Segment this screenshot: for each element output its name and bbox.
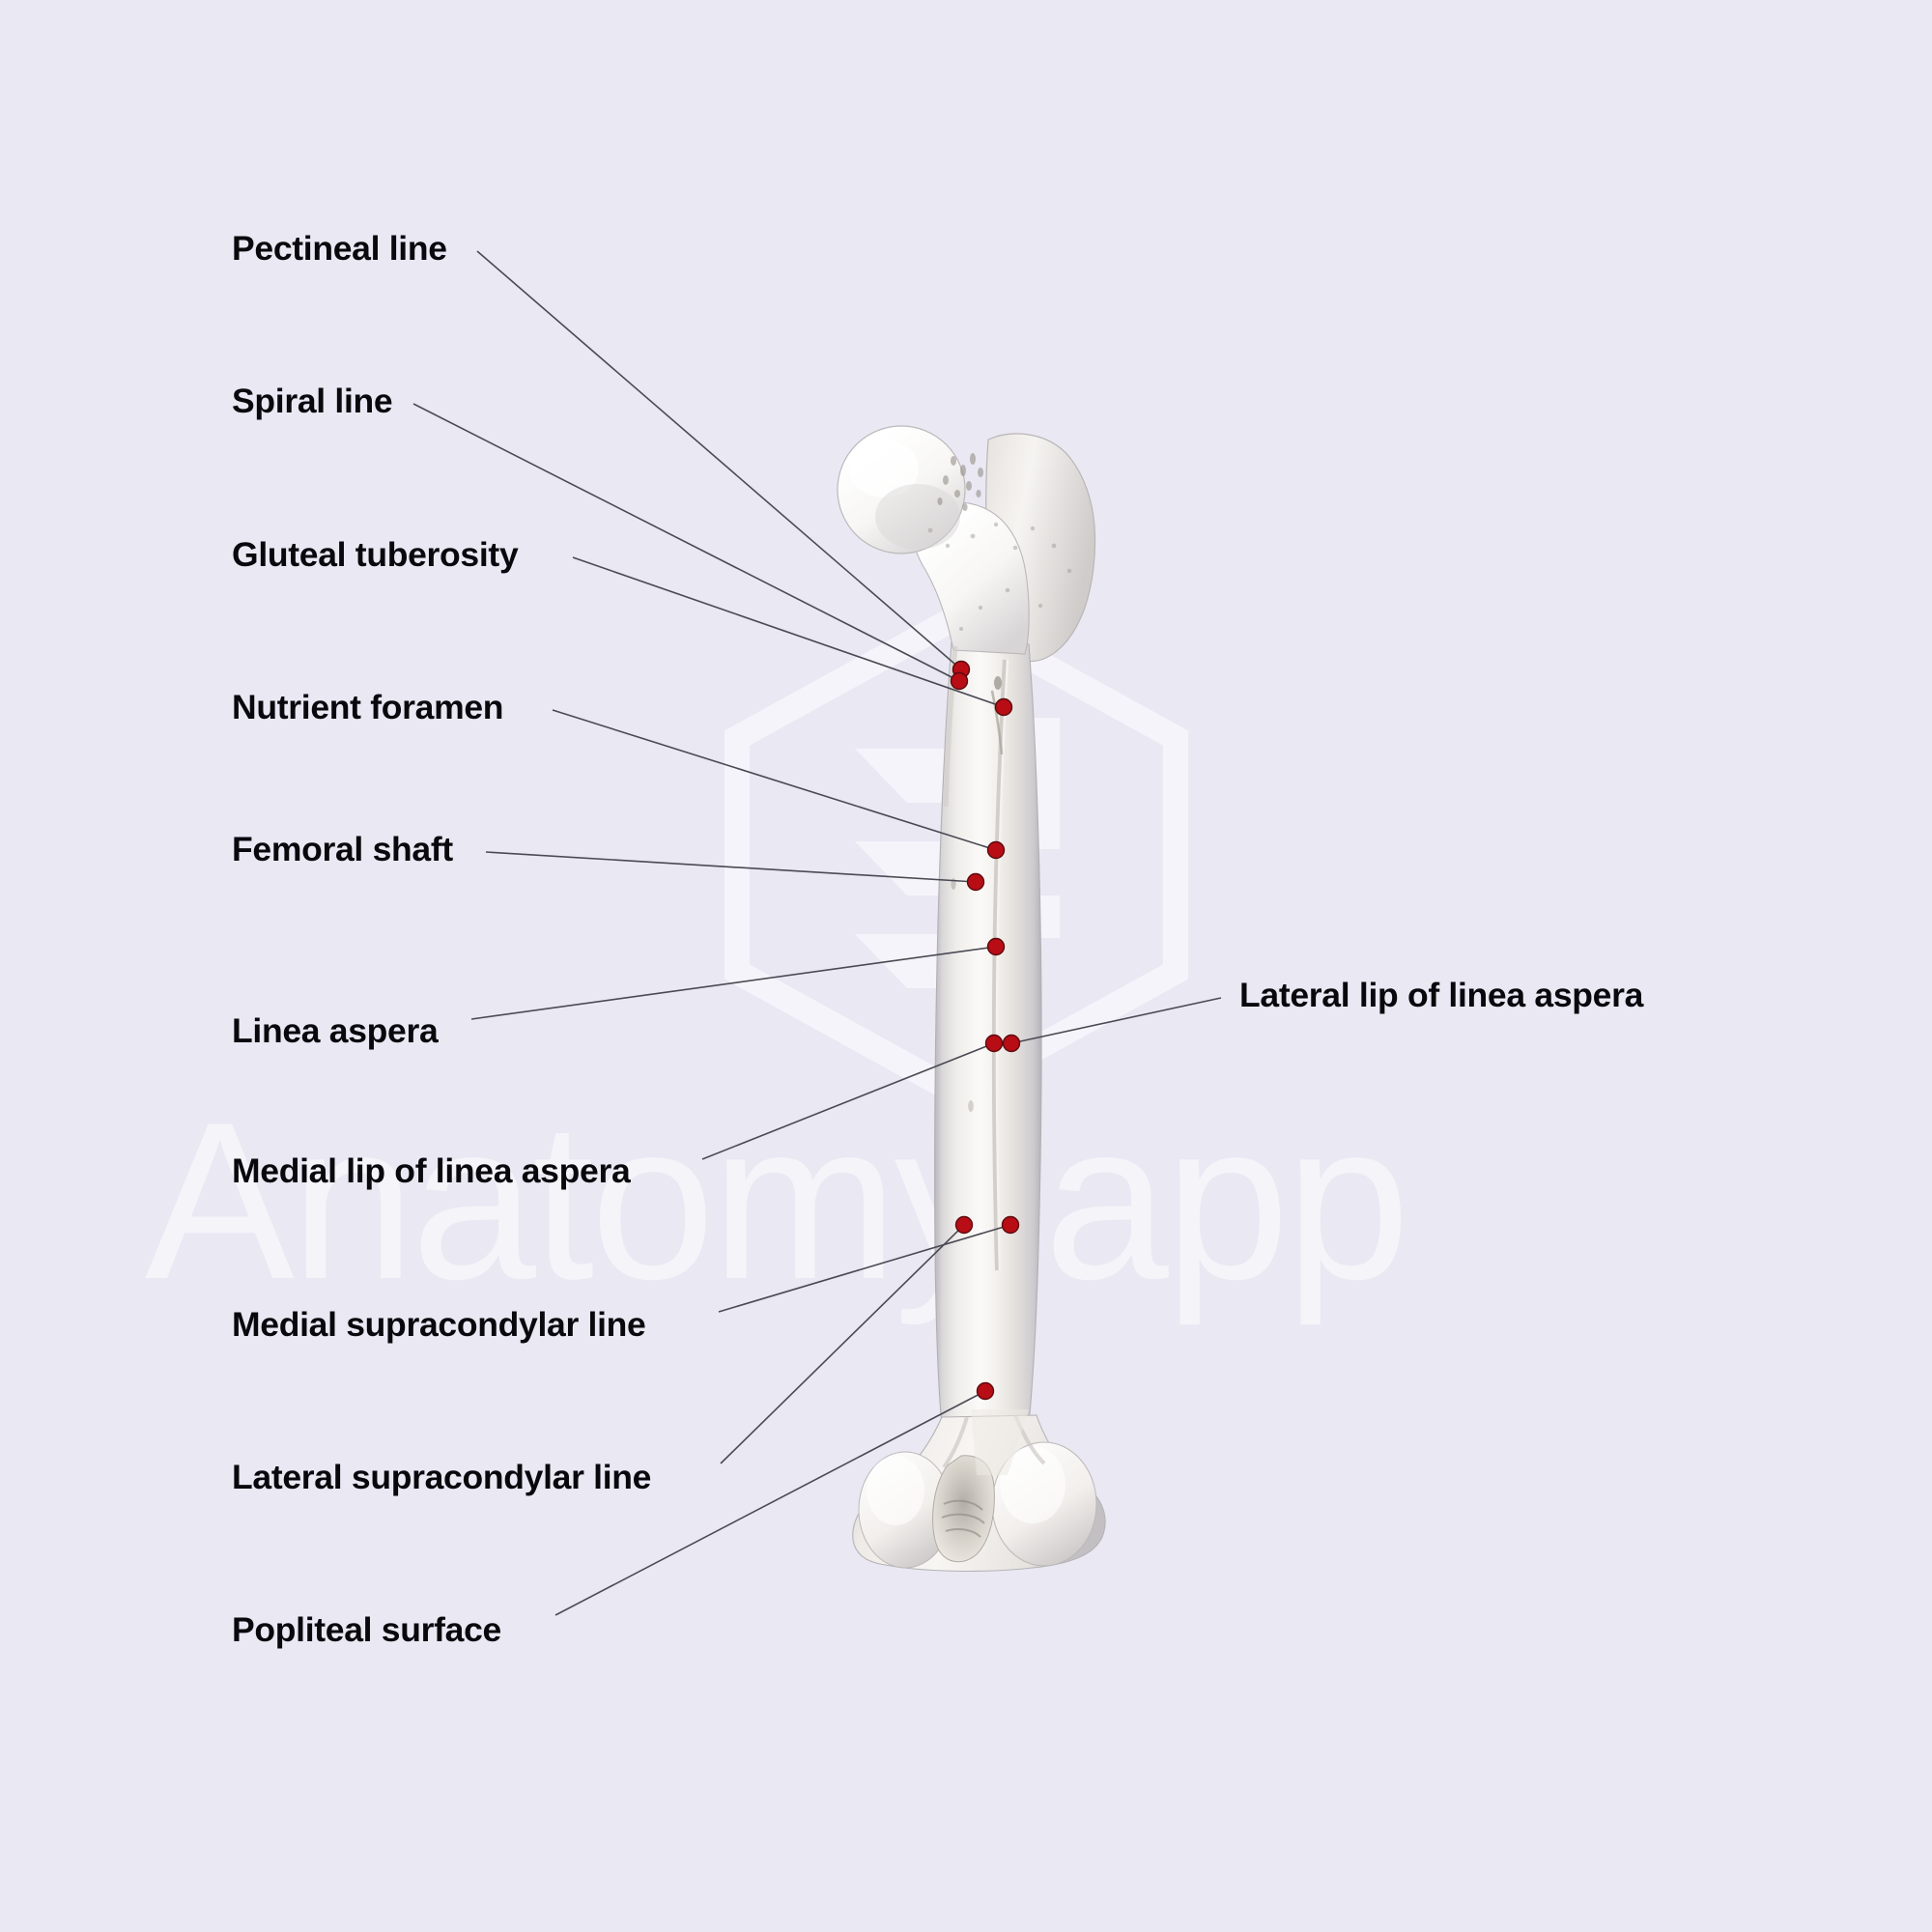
label-medial-lip-linea-aspera[interactable]: Medial lip of linea aspera <box>232 1151 631 1190</box>
label-pectineal-line[interactable]: Pectineal line <box>232 229 447 268</box>
label-nutrient-foramen[interactable]: Nutrient foramen <box>232 688 504 726</box>
label-spiral-line[interactable]: Spiral line <box>232 382 393 420</box>
label-medial-supracondylar-line[interactable]: Medial supracondylar line <box>232 1305 646 1344</box>
femur-bone-image <box>837 425 1106 1573</box>
label-popliteal-surface[interactable]: Popliteal surface <box>232 1610 502 1649</box>
label-gluteal-tuberosity[interactable]: Gluteal tuberosity <box>232 535 519 574</box>
label-lateral-supracondylar-line[interactable]: Lateral supracondylar line <box>232 1458 652 1496</box>
label-femoral-shaft[interactable]: Femoral shaft <box>232 830 453 868</box>
label-lateral-lip-linea-aspera[interactable]: Lateral lip of linea aspera <box>1239 976 1644 1014</box>
label-linea-aspera[interactable]: Linea aspera <box>232 1011 439 1050</box>
